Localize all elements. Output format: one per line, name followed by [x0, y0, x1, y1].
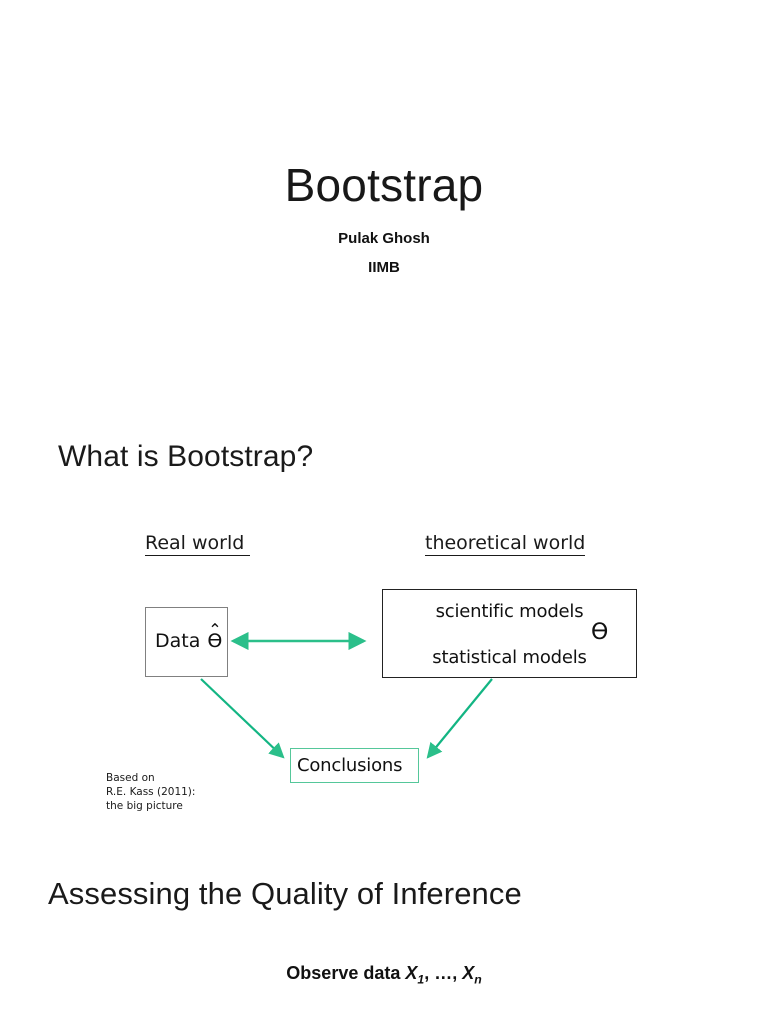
author-name: Pulak Ghosh — [338, 230, 430, 247]
diagram-box-models: scientific models statistical models — [382, 589, 637, 678]
observe-separator: , …, — [424, 963, 463, 983]
theta-glyph: Ө — [207, 630, 223, 652]
statistical-models-label: statistical models — [432, 647, 587, 668]
theta-parameter-symbol: Ө — [591, 620, 609, 645]
diagram-box-data: Data ⌃ Ө — [145, 607, 228, 677]
data-box-label: Data — [155, 630, 201, 652]
theta-hat-symbol: ⌃ Ө — [206, 622, 223, 653]
observe-prefix: Observe data — [286, 963, 406, 983]
observe-subscript-first: 1 — [417, 972, 425, 987]
diagram-label-theoretical-world: theoretical world — [425, 532, 586, 556]
arrow-data-to-conclusions — [200, 678, 285, 759]
section-heading-assessing-quality: Assessing the Quality of Inference — [48, 876, 522, 911]
conclusions-label: Conclusions — [297, 755, 403, 776]
observe-variable-last: X — [462, 963, 475, 983]
observe-variable-first: X — [405, 963, 418, 983]
arrow-models-to-conclusions — [426, 678, 493, 759]
page-title: Bootstrap — [284, 159, 484, 211]
observe-subscript-last: n — [474, 972, 482, 987]
diagram-credit: Based on R.E. Kass (2011): the big pictu… — [106, 772, 196, 812]
data-box-content: Data ⌃ Ө — [155, 622, 223, 653]
scientific-models-label: scientific models — [435, 601, 584, 622]
affiliation: IIMB — [368, 259, 400, 276]
hat-accent: ⌃ — [208, 620, 222, 639]
diagram-box-conclusions: Conclusions — [290, 748, 419, 783]
diagram-label-real-world: Real world — [145, 532, 251, 556]
section-heading-what-is-bootstrap: What is Bootstrap? — [58, 440, 314, 473]
observe-data-line: Observe data X1, …, Xn — [0, 963, 768, 987]
